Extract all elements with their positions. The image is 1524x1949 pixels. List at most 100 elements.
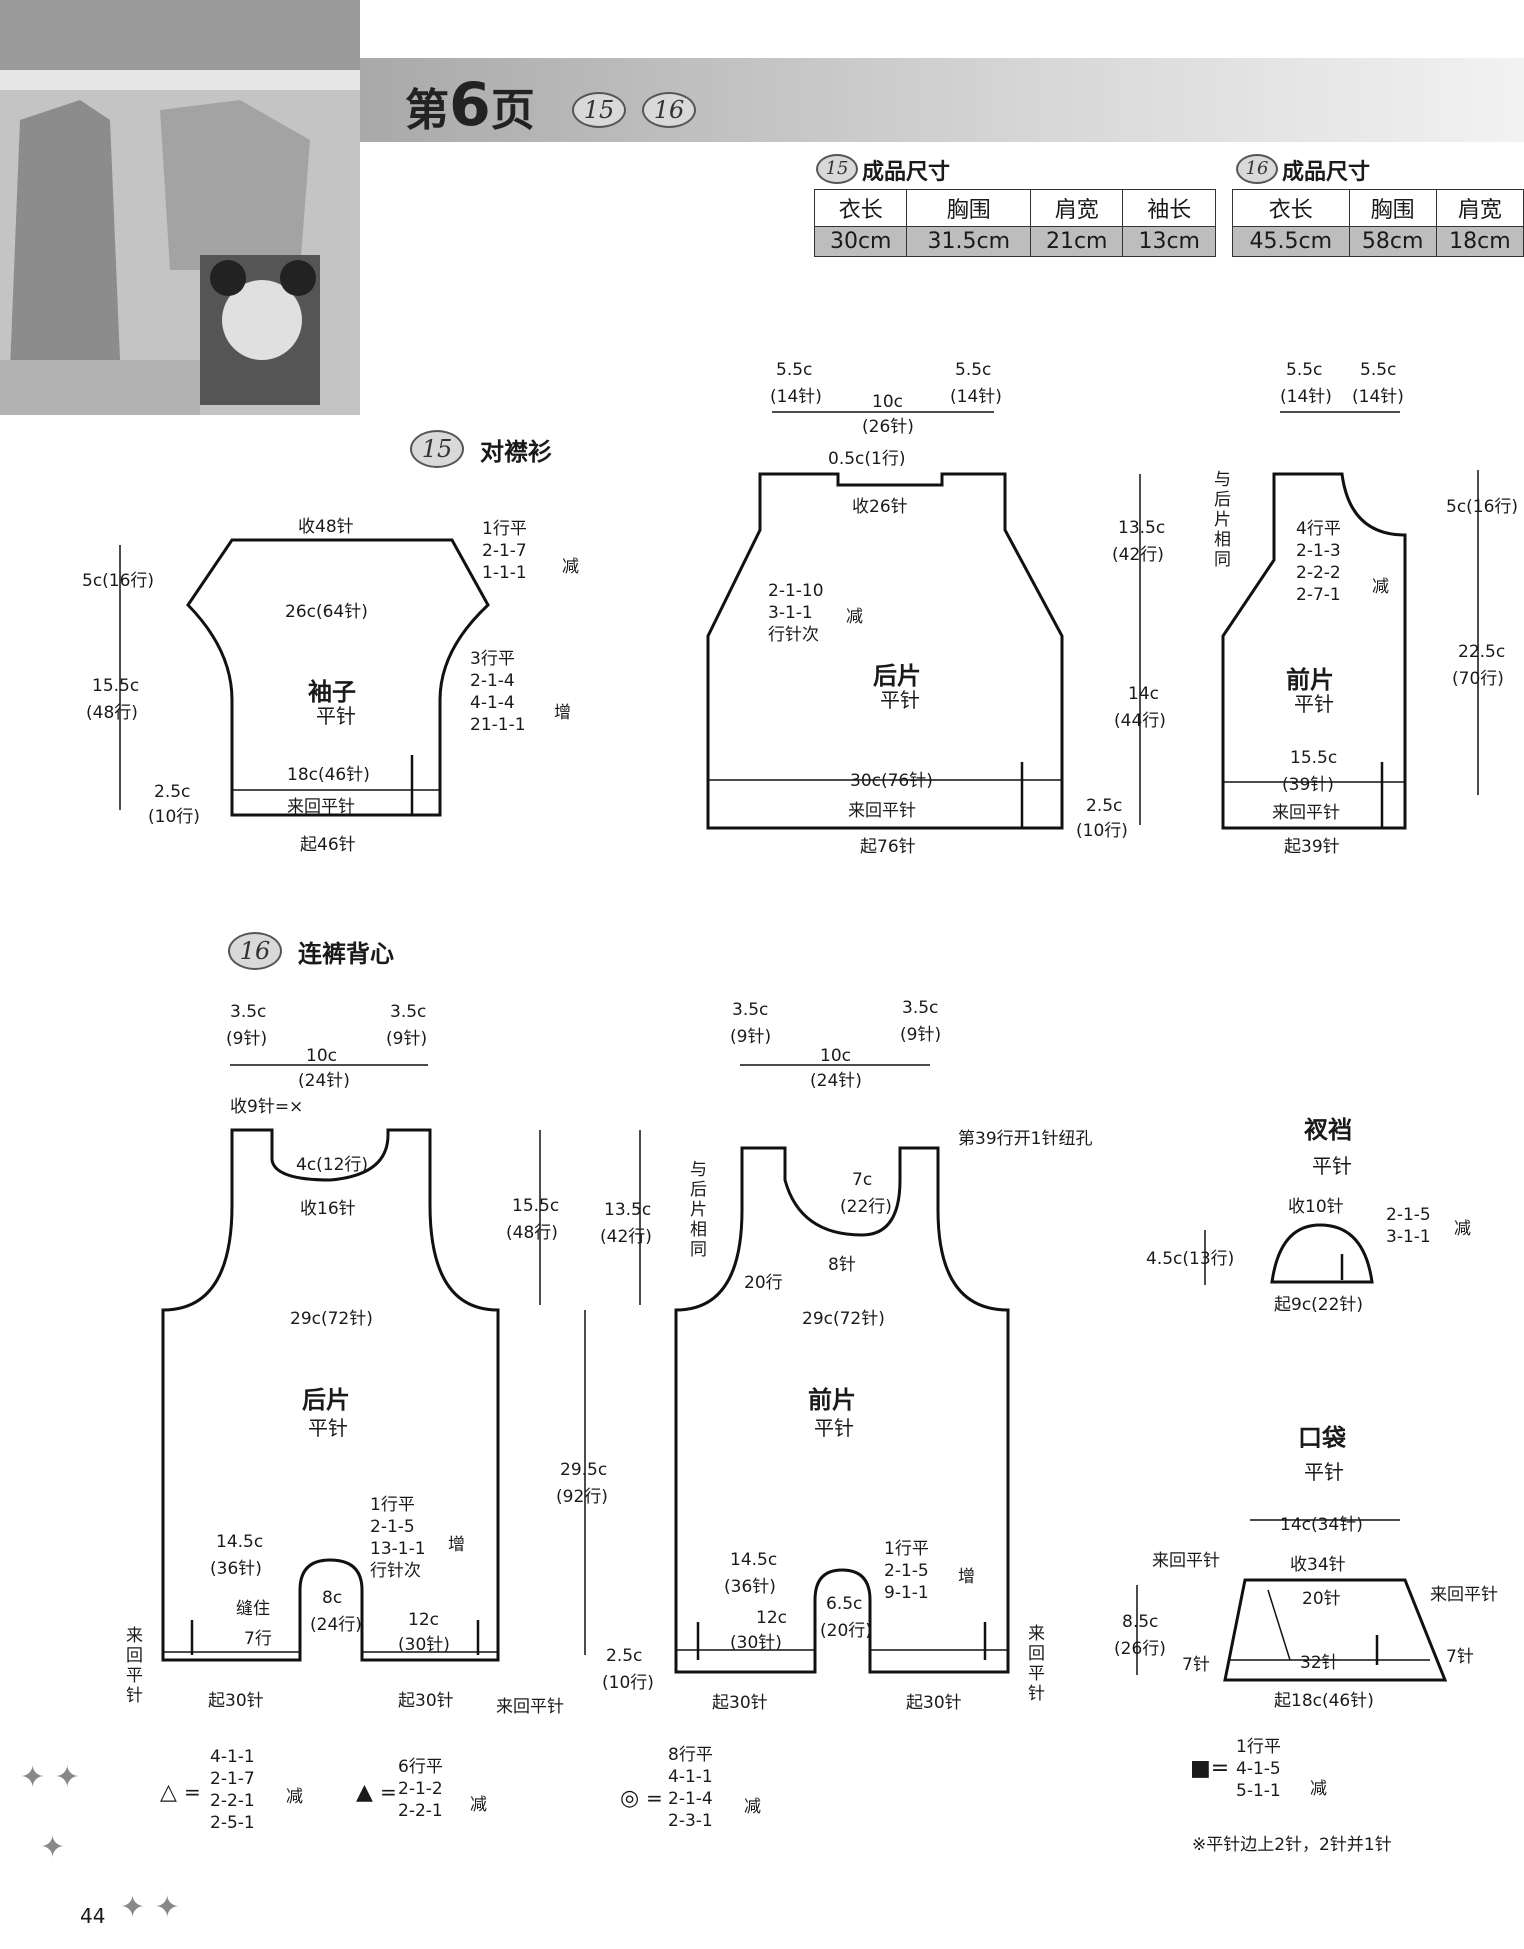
- front15-same-note: 与后片相同: [1214, 470, 1231, 570]
- size16-badge: 16: [1236, 154, 1278, 184]
- pocket-legend: 1行平 4-1-5 5-1-1: [1236, 1736, 1281, 1802]
- sleeve-rib: 来回平针: [287, 797, 355, 817]
- back16-inc: 1行平 2-1-5 13-1-1 行针次: [370, 1494, 426, 1582]
- front15-sh-r-b: (14针): [1352, 387, 1404, 407]
- pocket-name: 口袋: [1298, 1424, 1346, 1452]
- legend-filled-word: 减: [470, 1795, 487, 1815]
- pocket-rib-r: 来回平针: [1430, 1585, 1498, 1605]
- back15-h2a: 14c: [1128, 684, 1159, 704]
- front16-crotch-w-b: (36针): [724, 1577, 776, 1597]
- product-photo: [0, 0, 360, 415]
- size16-value: 45.5cm: [1232, 226, 1350, 257]
- back15-sh-r-b: (14针): [950, 387, 1002, 407]
- legend-open-line: 2-2-1: [210, 1791, 255, 1811]
- back15-sh-l-a: 5.5c: [776, 360, 813, 380]
- front16-sh-l-b: (9针): [730, 1027, 772, 1047]
- size15-badge: 15: [816, 154, 858, 184]
- legend-filled-line: 2-1-2: [398, 1779, 443, 1799]
- legend-open-line: 2-1-7: [210, 1769, 255, 1789]
- rib-side-char: 来: [1028, 1624, 1045, 1644]
- gusset-dec: 2-1-5 3-1-1: [1386, 1204, 1431, 1248]
- back16-width: 29c(72针): [290, 1309, 373, 1329]
- front15-sh-l-a: 5.5c: [1286, 360, 1323, 380]
- project15-badge: 15: [410, 430, 464, 468]
- front16-sh-r-b: (9针): [900, 1025, 942, 1045]
- front15-name: 前片: [1286, 666, 1334, 694]
- sleeve-inc: 3行平 2-1-4 4-1-4 21-1-1: [470, 648, 526, 736]
- size16-header: 衣长: [1232, 189, 1350, 227]
- size15-value: 30cm: [813, 226, 908, 257]
- front16-inc-line: 1行平: [884, 1539, 929, 1559]
- back16-inc-line: 1行平: [370, 1495, 415, 1515]
- back15-h1a: 13.5c: [1118, 518, 1166, 538]
- pocket-legend-line: 4-1-5: [1236, 1759, 1281, 1779]
- back16-seam-rows: 7行: [244, 1629, 272, 1649]
- back15-cast-on: 起76针: [860, 837, 916, 857]
- back16-stitch: 平针: [308, 1416, 348, 1440]
- front15-stitch: 平针: [1294, 692, 1334, 716]
- back16-neck-a: 10c: [306, 1046, 337, 1066]
- back16-neck-bind: 收16针: [300, 1199, 356, 1219]
- front16-leg-b: (30针): [730, 1633, 782, 1653]
- front15-sh-r-a: 5.5c: [1360, 360, 1397, 380]
- back16-inc-line: 13-1-1: [370, 1539, 426, 1559]
- rib-side-char: 针: [126, 1686, 143, 1706]
- front15-dec-line: 2-1-3: [1296, 541, 1341, 561]
- sleeve-dec: 1行平 2-1-7 1-1-1: [482, 518, 527, 584]
- pocket-top-w: 14c(34针): [1280, 1515, 1363, 1535]
- pocket-h-a: 8.5c: [1122, 1612, 1159, 1632]
- legend-double-circle-icon: ◎: [620, 1786, 640, 1811]
- back16-cast-r: 起30针: [398, 1691, 454, 1711]
- page-footer-number: 44: [80, 1904, 106, 1928]
- back16-inc-word: 增: [448, 1535, 465, 1555]
- sleeve-inc-line: 3行平: [470, 649, 515, 669]
- project15-title: 对襟衫: [480, 438, 552, 466]
- back16-sh-l-a: 3.5c: [230, 1002, 267, 1022]
- size16-value: 18cm: [1435, 226, 1524, 257]
- project16-title: 连裤背心: [298, 940, 394, 968]
- gusset-cast-on: 起9c(22针): [1274, 1295, 1364, 1315]
- front16-crotch-w-a: 14.5c: [730, 1550, 778, 1570]
- mid16-h1a: 13.5c: [604, 1200, 652, 1220]
- front16-buttonhole: 第39行开1针纽孔: [958, 1129, 1093, 1149]
- size16-header: 胸围: [1348, 189, 1437, 227]
- front16-inc-word: 增: [958, 1567, 975, 1587]
- back15-neck-b: (26针): [862, 417, 914, 437]
- back15-neck-bind: 收26针: [852, 497, 908, 517]
- front15-h2b: (70行): [1452, 669, 1504, 689]
- front15-outline: [1221, 472, 1407, 830]
- back15-dec-word: 减: [846, 607, 863, 627]
- sleeve-inc-line: 2-1-4: [470, 671, 515, 691]
- sleeve-mid: 26c(64针): [285, 602, 368, 622]
- legend-circle-eq: =: [646, 1786, 663, 1810]
- photo-illustration: [0, 0, 360, 415]
- rib-side-char: 针: [1028, 1684, 1045, 1704]
- back16-inc-line: 行针次: [370, 1561, 421, 1581]
- mid16-h1b: (42行): [600, 1227, 652, 1247]
- back16-crotch-w-b: (36针): [210, 1559, 262, 1579]
- back15-dec-line: 行针次: [768, 625, 819, 645]
- sleeve-dec-line: 1行平: [482, 519, 527, 539]
- front15-dec-line: 4行平: [1296, 519, 1341, 539]
- size16-header: 肩宽: [1435, 189, 1524, 227]
- sleeve-inc-line: 21-1-1: [470, 715, 526, 735]
- sleeve-h3a: 2.5c: [154, 782, 191, 802]
- back15-rib: 来回平针: [848, 801, 916, 821]
- back15-dec-line: 2-1-10: [768, 581, 824, 601]
- sleeve-h3b: (10行): [148, 807, 200, 827]
- front16-inc-line: 2-1-5: [884, 1561, 929, 1581]
- back16-sh-r-a: 3.5c: [390, 1002, 427, 1022]
- front16-cast-r: 起30针: [906, 1693, 962, 1713]
- back16-h1b: (48行): [506, 1223, 558, 1243]
- header-badge-15: 15: [572, 92, 626, 128]
- front16-neck-b: (24针): [810, 1071, 862, 1091]
- pocket-legend-square-icon: ■=: [1190, 1756, 1230, 1781]
- back16-leg-a: 12c: [408, 1610, 439, 1630]
- front16-width: 29c(72针): [802, 1309, 885, 1329]
- legend-open-word: 减: [286, 1787, 303, 1807]
- pocket-rib-l: 来回平针: [1152, 1551, 1220, 1571]
- back15-sh-l-b: (14针): [770, 387, 822, 407]
- front16-rib-side: 来 回 平 针: [1028, 1624, 1045, 1704]
- legend-filled-triangle-icon: ▲: [356, 1780, 373, 1805]
- front15-dec-line: 2-2-2: [1296, 563, 1341, 583]
